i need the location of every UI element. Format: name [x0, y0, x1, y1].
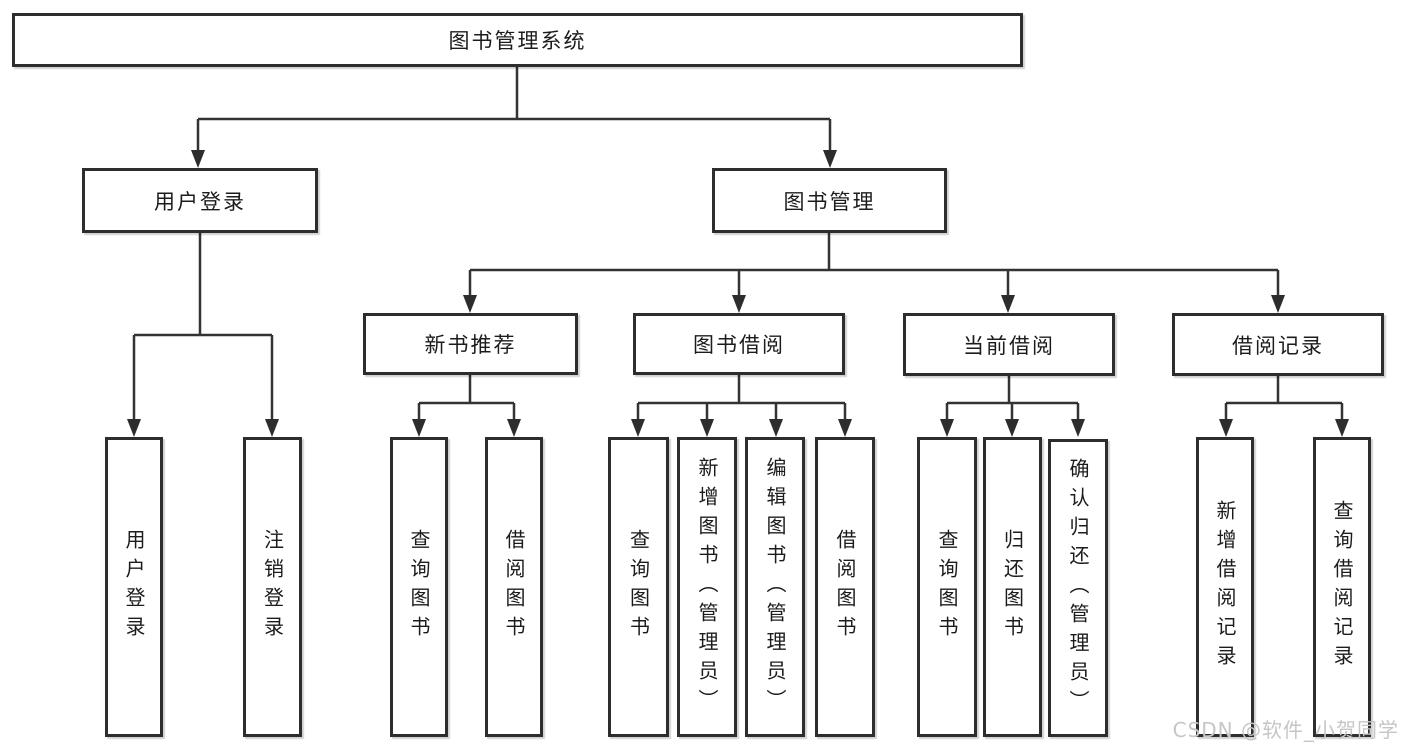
leaf-query-books-borrow: 查询图书: [608, 437, 669, 737]
node-new-book-recommend-label: 新书推荐: [424, 333, 517, 357]
node-book-management-label: 图书管理: [783, 189, 876, 214]
node-borrow-records: 借阅记录: [1172, 313, 1384, 376]
leaf-query-books-recommend: 查询图书: [390, 437, 448, 737]
leaf-edit-books-admin: 编辑图书（管理员）: [745, 437, 805, 737]
leaf-user-login: 用户登录: [105, 437, 163, 737]
leaf-borrow-books-recommend: 借阅图书: [485, 437, 543, 737]
node-book-borrow: 图书借阅: [633, 313, 845, 375]
node-new-book-recommend: 新书推荐: [363, 313, 578, 375]
node-root-system-label: 图书管理系统: [448, 29, 587, 53]
leaf-query-borrow-record: 查询借阅记录: [1313, 437, 1371, 737]
leaf-query-books-recommend-label: 查询图书: [407, 529, 431, 645]
node-borrow-records-label: 借阅记录: [1232, 333, 1324, 358]
node-current-borrow: 当前借阅: [903, 313, 1115, 376]
node-user-login: 用户登录: [82, 168, 318, 233]
leaf-add-borrow-record: 新增借阅记录: [1196, 437, 1254, 737]
leaf-query-books-borrow-label: 查询图书: [626, 529, 651, 645]
leaf-user-login-label: 用户登录: [122, 529, 146, 645]
arrowhead-icons: [127, 150, 1349, 437]
leaf-add-borrow-record-label: 新增借阅记录: [1213, 500, 1237, 674]
node-user-login-label: 用户登录: [154, 189, 246, 214]
node-book-management: 图书管理: [712, 168, 947, 233]
node-current-borrow-label: 当前借阅: [963, 333, 1055, 358]
leaf-confirm-return-admin-label: 确认归还（管理员）: [1066, 457, 1090, 719]
leaf-return-books-label: 归还图书: [1000, 529, 1025, 645]
leaf-return-books: 归还图书: [983, 437, 1042, 737]
leaf-query-books-current: 查询图书: [917, 437, 977, 737]
leaf-query-borrow-record-label: 查询借阅记录: [1330, 500, 1354, 674]
leaf-confirm-return-admin: 确认归还（管理员）: [1048, 439, 1108, 737]
leaf-edit-books-admin-label: 编辑图书（管理员）: [763, 456, 787, 718]
node-root-system: 图书管理系统: [12, 13, 1023, 67]
leaf-logout: 注销登录: [243, 437, 302, 737]
leaf-borrow-books-label: 借阅图书: [833, 529, 857, 645]
leaf-borrow-books-recommend-label: 借阅图书: [502, 529, 526, 645]
leaf-add-books-admin-label: 新增图书（管理员）: [695, 456, 719, 718]
leaf-borrow-books: 借阅图书: [815, 437, 875, 737]
csdn-watermark: CSDN @软件_小贺同学: [1172, 718, 1399, 742]
leaf-query-books-current-label: 查询图书: [935, 529, 959, 645]
leaf-add-books-admin: 新增图书（管理员）: [677, 437, 737, 737]
leaf-logout-label: 注销登录: [260, 529, 285, 645]
node-book-borrow-label: 图书借阅: [693, 333, 785, 357]
